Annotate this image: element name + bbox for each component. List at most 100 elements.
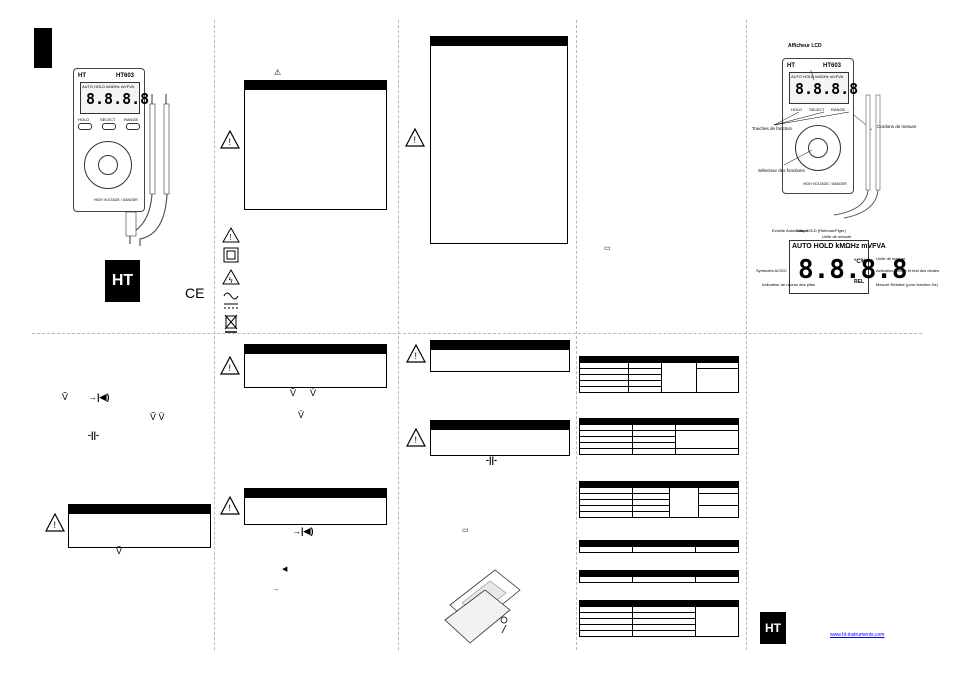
safety-symbols: ! ϟ xyxy=(222,226,240,333)
ht-logo: HT xyxy=(105,260,140,302)
lcd-label-rel: Mesure Relative (pour fonction Hz) xyxy=(876,282,938,287)
lcd-detail-right: °C% xyxy=(854,259,867,265)
model-label: HT603 xyxy=(823,63,842,69)
warning-box xyxy=(244,488,387,525)
multimeter-diagram: HT HT603 AUTO HOLD kMΩHz mVFVA 8.8.8.8 H… xyxy=(782,58,858,194)
svg-text:!: ! xyxy=(414,135,417,145)
warning-box xyxy=(244,344,387,388)
warning-icon: ! xyxy=(406,344,426,363)
battery-icon: ▭ xyxy=(462,527,469,534)
label-keys: Touches de fonction xyxy=(752,126,793,131)
warning-box-header xyxy=(431,37,567,46)
column-divider xyxy=(576,20,577,650)
website-link-text[interactable]: www.ht-instruments.com xyxy=(830,632,885,638)
hold-key xyxy=(78,123,92,130)
svg-text:!: ! xyxy=(229,137,232,147)
lcd-detail-digits: 8.8.8.8 xyxy=(798,255,908,285)
warning-icon: ! xyxy=(220,356,240,375)
svg-text:!: ! xyxy=(415,351,418,361)
selector-knob xyxy=(98,155,118,175)
spec-table-3 xyxy=(579,481,739,518)
model-label: HT603 xyxy=(116,73,135,79)
selector-knob xyxy=(808,138,828,158)
lcd-digits: 8.8.8.8 xyxy=(86,90,150,108)
spec-table-4 xyxy=(579,540,739,553)
lcd-label-battery: Indicateur de niveau des piles xyxy=(762,282,815,287)
dc-voltage-symbol: V̄ xyxy=(310,388,317,398)
brand-label: HT xyxy=(787,63,795,69)
warning-box-header xyxy=(69,505,210,514)
warning-icon: ! xyxy=(405,128,425,147)
battery-icon: ▭ xyxy=(604,245,611,252)
lcd-label-acdc: Symboles AC/DC xyxy=(756,268,787,273)
lcd-label-auto: Echelle Automatique xyxy=(772,228,809,233)
svg-text:!: ! xyxy=(415,435,418,445)
lcd-detail: AUTO HOLD kMΩHz mVFVA 8.8.8.8 °C% REL xyxy=(789,240,908,294)
rotary-selector[interactable] xyxy=(84,141,132,189)
warning-box xyxy=(244,80,387,210)
brand-label: HT xyxy=(78,73,86,79)
hold-button[interactable]: HOLD xyxy=(791,107,803,112)
warning-box xyxy=(68,504,211,548)
warning-icon: ! xyxy=(220,130,240,149)
lcd-label-unit2: Unité de mesure xyxy=(876,256,906,261)
ce-mark: CE xyxy=(185,285,205,301)
column-divider xyxy=(214,20,215,650)
meter-footer: HIGH VOLTAGE / DANGER xyxy=(94,198,138,202)
lcd-detail-status: AUTO HOLD kMΩHz mVFVA xyxy=(792,243,886,250)
range-button[interactable]: RANGE xyxy=(124,117,139,122)
select-button[interactable]: SELECT xyxy=(100,117,116,122)
dc-voltage-symbol: V̄ xyxy=(298,410,305,420)
range-key xyxy=(126,123,140,130)
buzzer-symbol: ◀ xyxy=(282,566,288,573)
warning-box-header xyxy=(245,345,386,354)
lcd-detail-rel: REL xyxy=(854,279,864,285)
language-tab xyxy=(34,28,52,68)
lcd-status-row: AUTO HOLD kMΩHz mVFVA xyxy=(791,74,844,79)
select-key xyxy=(102,123,116,130)
diode-buzzer-symbol: →|◀) xyxy=(292,526,314,536)
warning-box-header xyxy=(431,341,569,350)
svg-text:!: ! xyxy=(230,233,232,242)
column-divider xyxy=(398,20,399,650)
lcd-digits: 8.8.8.8 xyxy=(795,80,859,98)
label-selector: Sélecteur des fonctions xyxy=(758,168,805,173)
warning-icon: ! xyxy=(220,496,240,515)
warning-box xyxy=(430,340,570,372)
warning-box-header xyxy=(431,421,569,430)
ac-voltage-symbol: Ṽ xyxy=(290,388,297,398)
warning-box-large xyxy=(430,36,568,244)
website-link[interactable]: www.ht-instruments.com xyxy=(830,632,884,638)
test-leads xyxy=(125,94,170,246)
warning-box-header xyxy=(245,489,386,498)
lcd-label-hold: Data HOLD (Retenue/Figer) xyxy=(796,228,846,233)
rotary-selector[interactable] xyxy=(795,125,841,171)
ac-voltage-symbol: Ṽ xyxy=(62,392,69,402)
select-button[interactable]: SELECT xyxy=(809,107,825,112)
ht-logo-back: HT xyxy=(760,612,786,644)
ac-voltage-symbol: Ṽ xyxy=(116,546,123,556)
warning-box xyxy=(430,420,570,456)
svg-text:!: ! xyxy=(229,503,232,513)
callout-lines xyxy=(773,70,881,219)
hold-button[interactable]: HOLD xyxy=(78,117,90,122)
column-divider xyxy=(746,20,747,650)
row-divider xyxy=(32,333,922,334)
lcd-display: AUTO HOLD kMΩHz mVFVA 8.8.8.8 xyxy=(789,72,858,104)
range-button[interactable]: RANGE xyxy=(831,107,846,112)
lcd-label-unit: Unité de mesure xyxy=(822,234,852,239)
label-display: Afficheur LCD xyxy=(788,43,822,49)
warning-box-header xyxy=(245,81,386,90)
spec-table-6 xyxy=(579,600,739,637)
spec-table-5 xyxy=(579,570,739,583)
lcd-label-buzzer: Activation sonore et test des diodes xyxy=(876,268,940,273)
lcd-status-row: AUTO HOLD kMΩHz mVFVA xyxy=(82,84,135,89)
svg-text:!: ! xyxy=(54,520,57,530)
ac-dc-voltage-symbols: Ṽ V̄ xyxy=(150,412,165,422)
lcd-display: AUTO HOLD kMΩHz mVFVA 8.8.8.8 xyxy=(80,82,149,114)
diode-buzzer-symbol: →|◀) xyxy=(88,392,110,402)
warning-icon: ! xyxy=(45,513,65,532)
svg-text:ϟ: ϟ xyxy=(228,276,233,285)
svg-text:!: ! xyxy=(229,363,232,373)
meter-footer: HIGH VOLTAGE / DANGER xyxy=(803,182,847,186)
